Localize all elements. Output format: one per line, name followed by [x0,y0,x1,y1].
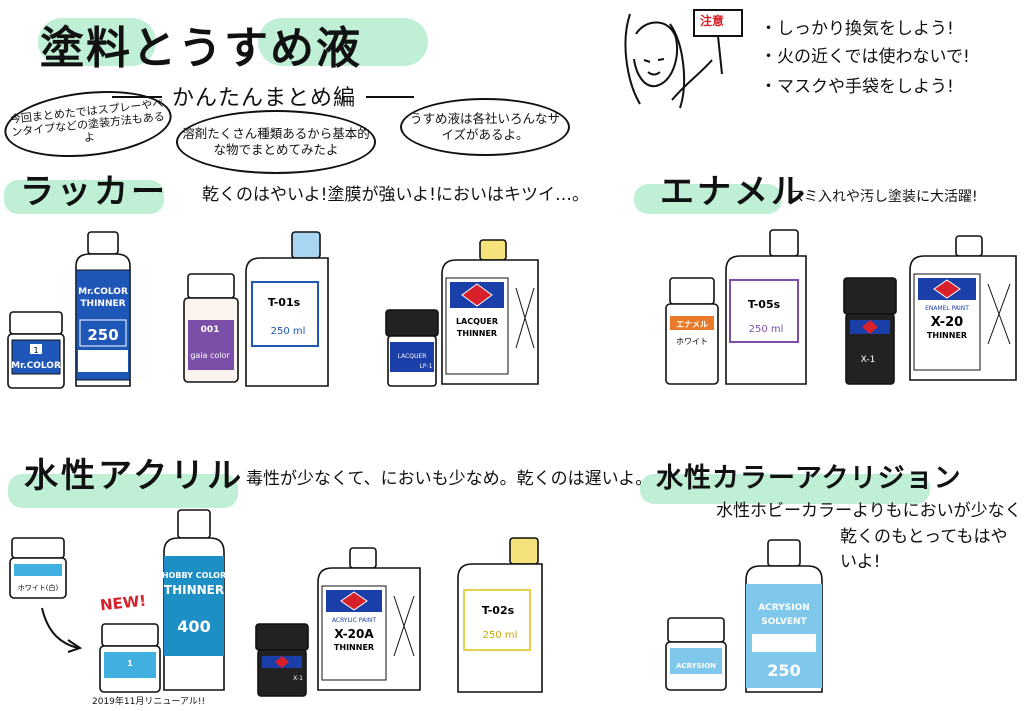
note-text: 溶剤たくさん種類あるから基本的な物でまとめてみたよ [182,126,370,157]
gaia-thinner-t01s: T-01s 250 ml [245,231,329,387]
page-title: 塗料とうすめ液 [40,23,362,74]
thinner-code: X-20 [931,315,963,330]
thinner-volume: 250 ml [483,630,518,641]
section-heading-acrysion: 水性カラーアクリジョン [656,463,962,494]
section-highlight [4,180,164,214]
thinner-volume: 250 [87,326,118,344]
section-heading-enamel: エナメル [660,172,808,212]
jar-brand: Mr.COLOR [11,361,61,371]
acrysion-solvent-bottle: ACRYSION SOLVENT 250 [745,539,823,693]
gaia-thinner-t05s: T-05s 250 ml [725,229,807,385]
note-bubble-middle: 溶剤たくさん種類あるから基本的な物でまとめてみたよ [176,110,376,174]
thinner-name: THINNER [164,583,224,597]
thinner-code: T-01s [268,296,301,309]
section-desc-acrylic: 毒性が少なくて、においも少なめ。乾くのは遅いよ。 [246,469,653,489]
section-desc-lacquer: 乾くのはやいよ!塗膜が強いよ!においはキツイ…。 [202,185,589,205]
tamiya-acrylic-jar: X-1 [255,623,309,697]
section-highlight [634,184,782,214]
jar-code: X-1 [293,675,303,682]
solvent-brand: ACRYSION [758,603,810,613]
thinner-name: THINNER [334,643,374,652]
solvent-volume: 250 [767,661,800,680]
note-bubble-left: 今回まとめたではスプレーやペンタイプなどの塗装方法もあるよ [1,83,175,165]
svg-text:HOBBY COLOR: HOBBY COLOR [162,571,226,580]
caution-item: ・しっかり換気をしよう! [760,19,954,39]
section-heading-acrylic: 水性アクリル [24,456,245,496]
thinner-code: T-05s [748,298,781,311]
svg-text:THINNER: THINNER [80,299,125,309]
gaia-thinner-t02s: T-02s 250 ml [457,537,543,693]
hobby-color-new-jar: 1 [99,623,161,693]
tamiya-lp-jar: LACQUER LP-1 [385,309,439,387]
page-subtitle: かんたんまとめ編 [172,86,357,111]
gaia-enamel-jar: エナメル ホワイト [665,277,719,385]
svg-text:ENAMEL PAINT: ENAMEL PAINT [925,305,969,312]
jar-number: 1 [33,346,38,355]
section-desc-acrysion: 水性ホビーカラーよりもにおいが少なく [716,501,1022,521]
jar-brand: gaia color [190,351,230,360]
svg-text:LACQUER: LACQUER [398,353,427,360]
jar-number: 1 [127,659,133,668]
jar-code: LP-1 [420,363,433,370]
solvent-name: SOLVENT [761,617,807,627]
title-highlight [258,18,428,66]
tamiya-lacquer-thinner: LACQUER THINNER [441,239,539,385]
hobby-color-old-jar: ホワイト(白) [9,537,67,599]
tamiya-x1-jar: X-1 [843,277,897,385]
tamiya-acrylic-thinner-x20a: ACRYLIC PAINT X-20A THINNER [317,547,421,691]
jar-name: ホワイト [676,337,708,346]
caution-sign: 注意 [700,14,725,28]
jar-number: 001 [201,325,220,335]
note-bubble-right: うすめ液は各社いろんなサイズがあるよ。 [400,98,570,156]
caution-item: ・マスクや手袋をしよう! [760,77,954,97]
note-text: うすめ液は各社いろんなサイズがあるよ。 [409,111,560,142]
mrcolor-jar: Mr.COLOR 1 [7,311,65,389]
section-desc-acrysion-2: 乾くのもとってもはやいよ! [840,527,1008,572]
divider [366,96,414,98]
renewal-note: 2019年11月リニューアル!! [92,697,206,707]
section-highlight [640,474,930,504]
section-desc-enamel: スミ入れや汚し塗装に大活躍! [790,189,978,205]
title-highlight [38,18,156,66]
tamiya-enamel-thinner-x20: ENAMEL PAINT X-20 THINNER [909,235,1017,381]
thinner-volume: 400 [177,617,210,636]
divider [112,96,162,98]
note-text: 今回まとめたではスプレーやペンタイプなどの塗装方法もあるよ [9,96,166,144]
section-heading-lacquer: ラッカー [20,172,168,212]
section-highlight [8,474,238,508]
svg-text:THINNER: THINNER [457,329,497,338]
thinner-code: X-20A [334,627,374,641]
hobby-color-thinner-bottle: HOBBY COLOR THINNER 400 [162,509,226,691]
gaia-color-jar: 001 gaia color [183,273,239,383]
jar-label: エナメル [676,320,708,329]
arrow-icon [41,607,83,653]
jar-code: X-1 [861,355,876,365]
caution-item: ・火の近くでは使わないで! [760,47,970,67]
caution-character [624,9,743,109]
thinner-name: THINNER [927,331,967,340]
svg-text:ACRYLIC PAINT: ACRYLIC PAINT [332,617,376,624]
svg-text:LACQUER: LACQUER [456,317,498,326]
thinner-volume: 250 ml [749,324,784,335]
jar-name: ホワイト(白) [18,583,59,592]
acrysion-jar: ACRYSION [665,617,727,691]
svg-text:Mr.COLOR: Mr.COLOR [78,287,128,297]
thinner-code: T-02s [482,604,515,617]
jar-brand: ACRYSION [676,662,716,670]
new-badge: NEW! [99,591,148,615]
thinner-volume: 250 ml [271,326,306,337]
mrcolor-thinner-bottle: Mr.COLOR THINNER 250 [75,231,131,387]
